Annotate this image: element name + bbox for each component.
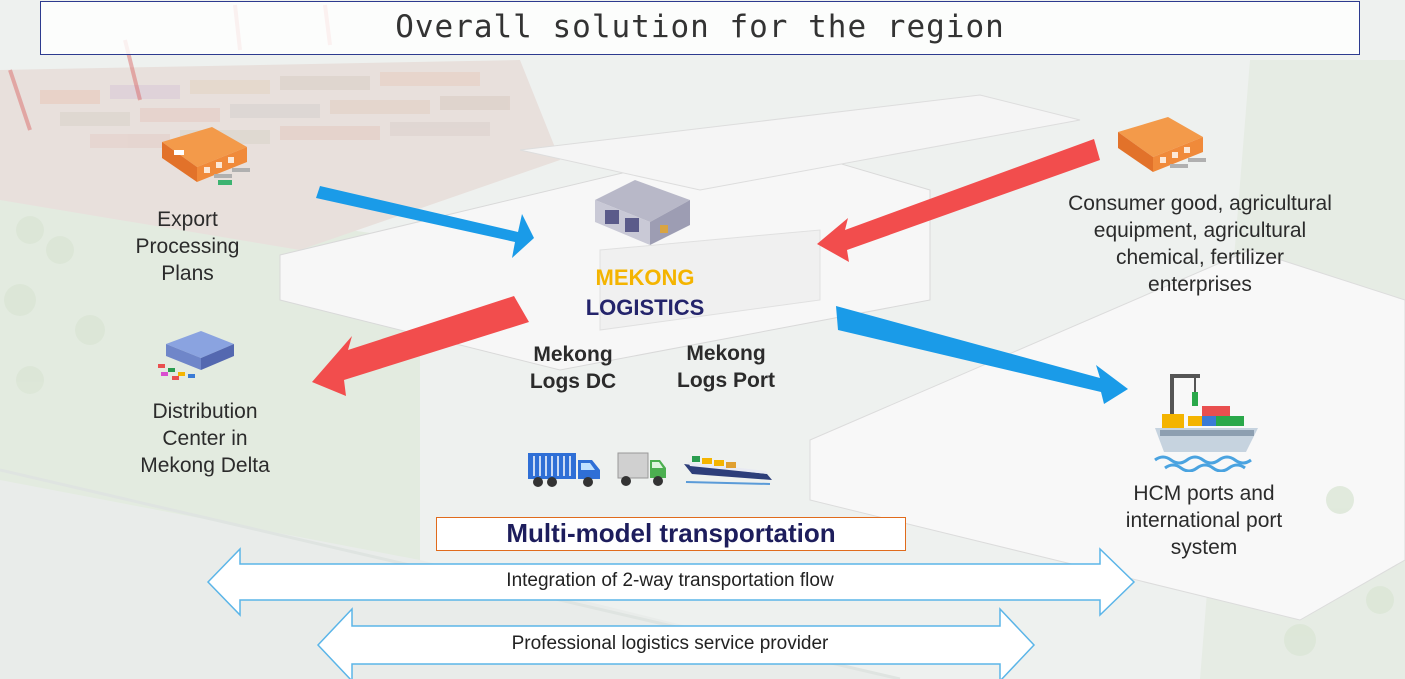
arrow-hub-to-ports	[836, 306, 1128, 404]
logs-dc-label: Mekong Logs DC	[529, 343, 617, 393]
factory-icon	[162, 127, 250, 185]
professional-double-arrow	[316, 607, 1036, 679]
truck-icon	[528, 453, 600, 487]
logs-port-label: Mekong Logs Port	[677, 342, 775, 392]
page-title: Overall solution for the region	[395, 9, 1005, 45]
truck-icon	[617, 452, 666, 486]
warehouse-icon	[595, 180, 690, 245]
title-box: Overall solution for the region	[40, 1, 1360, 55]
export-processing-label: Export Processing Plans	[135, 208, 240, 285]
multi-model-box: Multi-model transportation	[436, 517, 906, 551]
hub-name-mekong: MEKONG	[595, 265, 695, 290]
factory-icon	[1118, 117, 1206, 172]
integration-flow-label: Integration of 2-way transportation flow	[506, 570, 834, 591]
multi-model-label: Multi-model transportation	[506, 518, 836, 548]
cargo-ship-icon	[1154, 374, 1258, 472]
arrow-export-to-hub	[316, 186, 534, 258]
hcm-ports-label: HCM ports and international port system	[1125, 482, 1283, 559]
arrow-consumer-to-hub	[817, 139, 1100, 262]
consumer-goods-label: Consumer good, agricultural equipment, a…	[1068, 192, 1332, 296]
distribution-center-label: Distribution Center in Mekong Delta	[140, 400, 270, 477]
professional-flow-label: Professional logistics service provider	[511, 633, 829, 654]
integration-double-arrow	[206, 547, 1136, 617]
hub-name-logistics: LOGISTICS	[585, 295, 705, 320]
distribution-center-icon	[158, 331, 234, 380]
arrow-hub-to-distribution	[312, 296, 529, 396]
barge-icon	[684, 456, 772, 485]
